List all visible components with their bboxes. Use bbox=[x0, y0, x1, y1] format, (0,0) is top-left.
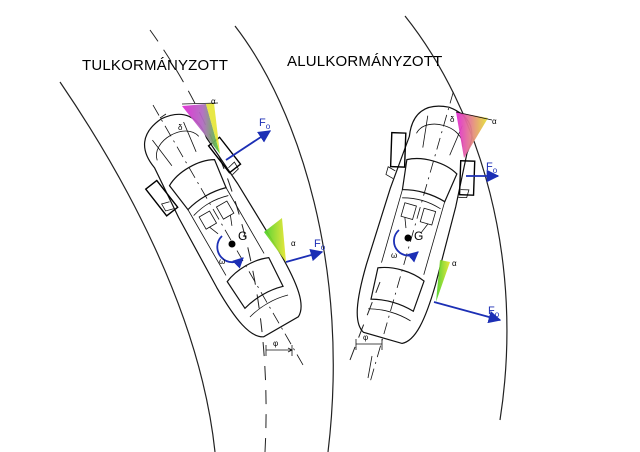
title-oversteer: TULKORMÁNYZOTT bbox=[82, 57, 228, 74]
omega-label-left-car: ω bbox=[219, 257, 225, 266]
center-of-gravity-left-car bbox=[228, 240, 236, 248]
road-edge-outer-left bbox=[59, 81, 216, 452]
road-edge-right bbox=[404, 15, 508, 421]
slip-wedge-front-left-car bbox=[182, 104, 220, 154]
alpha-label-front-right-car: α bbox=[492, 117, 497, 126]
alpha-label-rear-left-car: α bbox=[291, 239, 296, 248]
omega-label-right-car: ω bbox=[391, 251, 397, 260]
car-oversteer bbox=[116, 83, 340, 387]
force-label-front-right-car: Fo bbox=[486, 161, 498, 175]
alpha-label-rear-right-car: α bbox=[452, 259, 457, 268]
car-understeer bbox=[329, 79, 495, 393]
force-arrow-rear-right-car bbox=[433, 301, 502, 324]
alpha-label-front-left-car: α bbox=[211, 97, 216, 106]
title-understeer: ALULKORMÁNYZOTT bbox=[287, 53, 443, 70]
force-arrow-front-left-car bbox=[225, 130, 272, 161]
phi-label-left-car: φ bbox=[273, 339, 278, 348]
phi-marker-right-car bbox=[355, 339, 383, 350]
center-of-gravity-right-car bbox=[404, 234, 412, 242]
delta-label-right-car: δ bbox=[450, 115, 455, 124]
phi-marker-left-car bbox=[265, 345, 293, 356]
force-label-rear-left-car: Fo bbox=[314, 238, 326, 252]
road-center-left bbox=[149, 29, 267, 452]
front-tyre-left bbox=[389, 131, 407, 168]
yaw-arrow-left-car bbox=[216, 235, 244, 269]
phi-label-right-car: φ bbox=[363, 333, 368, 342]
slip-wedge-rear-left-car bbox=[264, 218, 286, 262]
slip-wedge-rear-right-car bbox=[436, 260, 450, 302]
slip-wedge-front-right-car bbox=[456, 112, 488, 158]
road-center-right bbox=[349, 281, 381, 361]
front-tyre-left bbox=[144, 179, 179, 217]
road-edge-inner-left bbox=[234, 25, 334, 452]
force-label-rear-right-car: Fo bbox=[488, 305, 500, 319]
center-label-left-car: G bbox=[238, 229, 247, 243]
force-label-front-left-car: Fo bbox=[259, 117, 271, 131]
delta-label-left-car: δ bbox=[178, 123, 183, 132]
center-label-right-car: G bbox=[414, 229, 423, 243]
force-arrow-rear-left-car bbox=[285, 248, 324, 263]
yaw-arrow-right-car bbox=[393, 229, 419, 263]
slip-wedge-front-left-car-yellow bbox=[206, 103, 220, 154]
front-tyre-right bbox=[458, 159, 476, 196]
